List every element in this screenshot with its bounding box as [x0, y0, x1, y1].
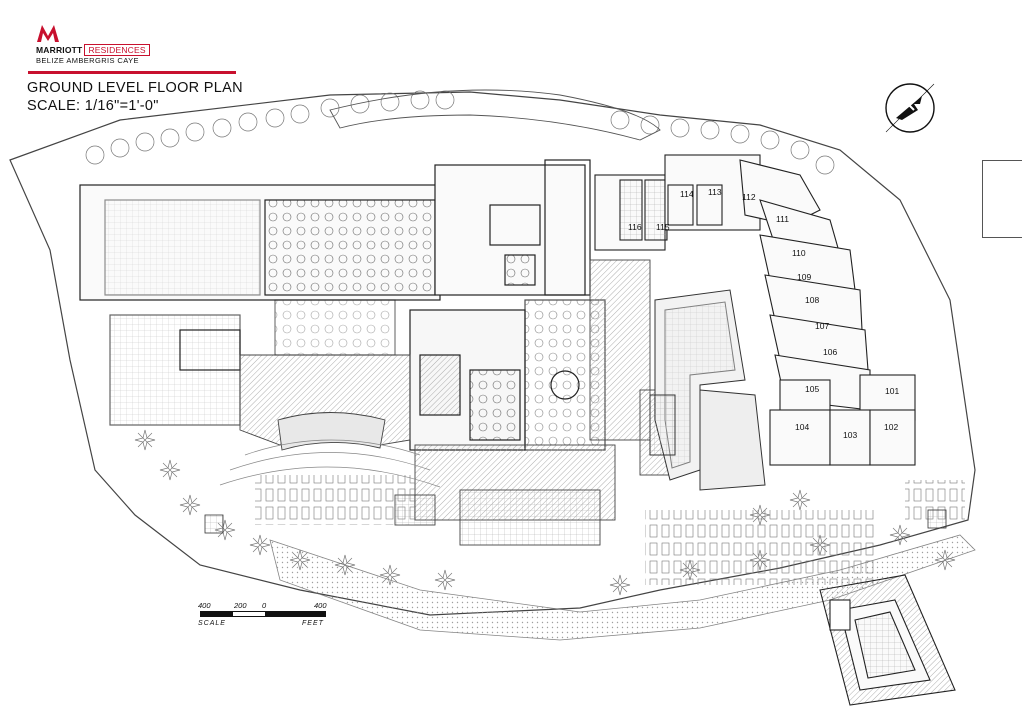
- lawn-markers: [204, 509, 947, 534]
- scale-caption-right: FEET: [302, 620, 324, 627]
- pool: [649, 289, 766, 491]
- room-106: 106: [823, 347, 837, 357]
- room-115: 115: [656, 222, 670, 232]
- scale-bar-graphic: [200, 611, 326, 617]
- beach-edge: [269, 534, 976, 641]
- plan-scale: SCALE: 1/16"=1'-0": [27, 98, 159, 114]
- room-111: 111: [776, 214, 789, 224]
- brand-rule: [28, 71, 236, 74]
- scale-seg-1: [201, 612, 233, 616]
- room-101: 101: [885, 386, 899, 396]
- north-arrow-icon: [885, 83, 935, 133]
- room-108: 108: [805, 295, 819, 305]
- room-109: 109: [797, 272, 811, 282]
- landscape-trees: [85, 90, 835, 175]
- room-114: 114: [680, 189, 694, 199]
- pool-loungers: [645, 510, 875, 585]
- room-104: 104: [795, 422, 809, 432]
- pier-building: [819, 574, 956, 706]
- scale-seg-2: [265, 612, 325, 616]
- location-label: BELIZE AMBERGRIS CAYE: [36, 56, 139, 65]
- brand-name-text: MARRIOTT: [36, 45, 83, 55]
- scale-caption-left: SCALE: [198, 620, 226, 627]
- room-105: 105: [805, 384, 819, 394]
- room-103: 103: [843, 430, 857, 440]
- room-113: 113: [708, 187, 722, 197]
- site-boundary: [9, 91, 976, 616]
- brand-suffix: RESIDENCES: [84, 44, 150, 56]
- beach-loungers-west: [255, 475, 415, 525]
- scale-label-0: 0: [262, 601, 267, 610]
- terraces: [239, 259, 671, 546]
- residence-wing: [594, 154, 916, 466]
- marriott-logo-icon: [37, 25, 59, 42]
- room-102: 102: [884, 422, 898, 432]
- room-112: 112: [742, 192, 756, 202]
- room-110: 110: [792, 248, 806, 258]
- plan-title: GROUND LEVEL FLOOR PLAN: [27, 80, 243, 96]
- room-107: 107: [815, 321, 829, 331]
- room-labels: 114 113 112 111 116 115 110 109 108 107 …: [628, 187, 899, 440]
- room-116: 116: [628, 222, 642, 232]
- sheet-edge-box: [982, 160, 1022, 238]
- scale-label-200: 200: [234, 601, 247, 610]
- entry-drive: [329, 89, 661, 141]
- scale-label-400-left: 400: [198, 601, 211, 610]
- scale-bar: 400 200 0 400 SCALE FEET: [196, 601, 336, 631]
- scale-label-400-right: 400: [314, 601, 327, 610]
